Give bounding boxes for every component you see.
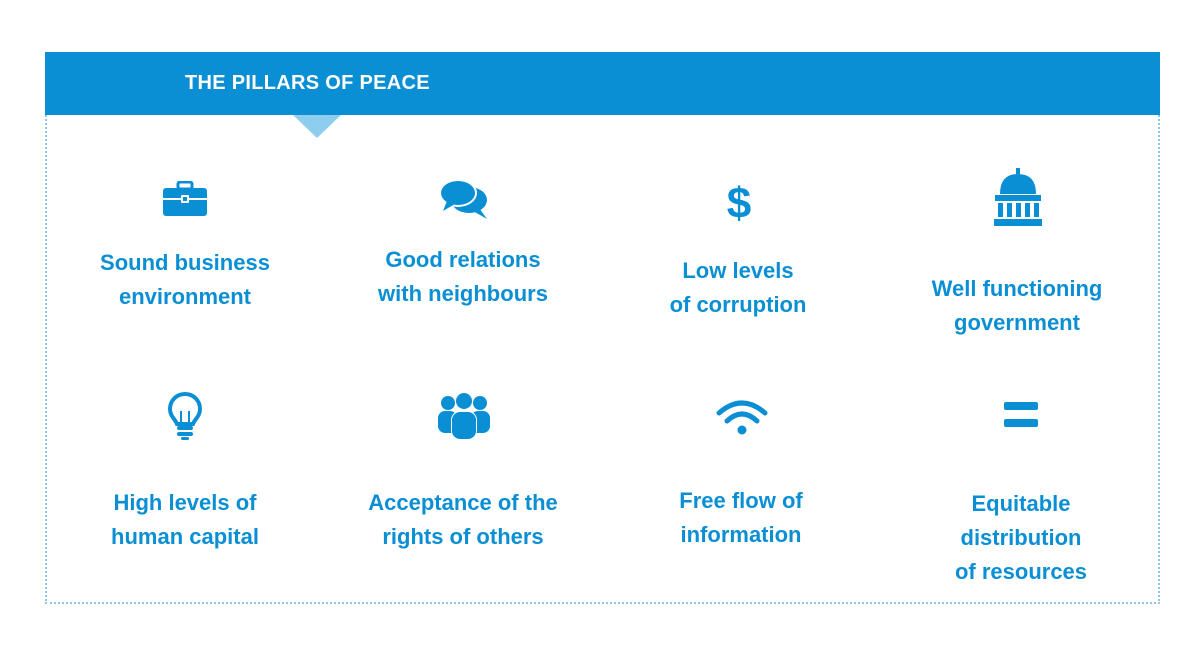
pillar-label-line: human capital (111, 524, 259, 549)
pillar-label-line: environment (118, 284, 252, 309)
wifi-icon (716, 400, 768, 435)
people-group-icon (438, 392, 490, 439)
banner-title: THE PILLARS OF PEACE (185, 72, 430, 94)
pillar-label-line: with neighbours (378, 281, 548, 306)
dollar-sign-icon: $ (727, 179, 751, 224)
banner-pointer (293, 115, 341, 138)
pillar-label-line: distribution (960, 525, 1082, 550)
lightbulb-icon (167, 391, 203, 440)
pillar-label-line: Equitable (971, 491, 1071, 516)
pillar-label-human-capital: High levels of human capital (55, 486, 315, 554)
capitol-building-icon (994, 168, 1042, 226)
pillar-label-line: of resources (954, 559, 1088, 584)
briefcase-icon (163, 181, 207, 216)
pillar-label-line: High levels of (113, 490, 257, 515)
pillar-label-equitable-distribution: Equitable distribution of resources (891, 487, 1151, 589)
pillar-label-line: government (954, 310, 1080, 335)
pillar-label-sound-business: Sound business environment (55, 246, 315, 314)
pillar-label-line: Good relations (385, 247, 541, 272)
equals-icon (1004, 402, 1038, 427)
pillar-label-well-functioning-government: Well functioning government (887, 272, 1147, 340)
pillar-label-line: Free flow of (679, 488, 803, 513)
svg-text:$: $ (727, 179, 751, 224)
pillar-label-acceptance-rights: Acceptance of the rights of others (333, 486, 593, 554)
pillars-panel (45, 52, 1160, 604)
pillar-label-line: information (680, 522, 802, 547)
pillar-label-line: Sound business (100, 250, 270, 275)
speech-bubbles-icon (439, 179, 487, 219)
pillar-label-free-flow-information: Free flow of information (611, 484, 871, 552)
pillar-label-line: rights of others (382, 524, 544, 549)
title-banner: THE PILLARS OF PEACE (45, 52, 1160, 138)
pillar-label-good-relations: Good relations with neighbours (333, 243, 593, 311)
pillar-label-line: Well functioning (931, 276, 1103, 301)
pillar-label-line: Acceptance of the (368, 490, 558, 515)
pillar-label-line: Low levels (682, 258, 794, 283)
pillar-label-low-corruption: Low levels of corruption (608, 254, 868, 322)
pillar-label-line: of corruption (669, 292, 807, 317)
